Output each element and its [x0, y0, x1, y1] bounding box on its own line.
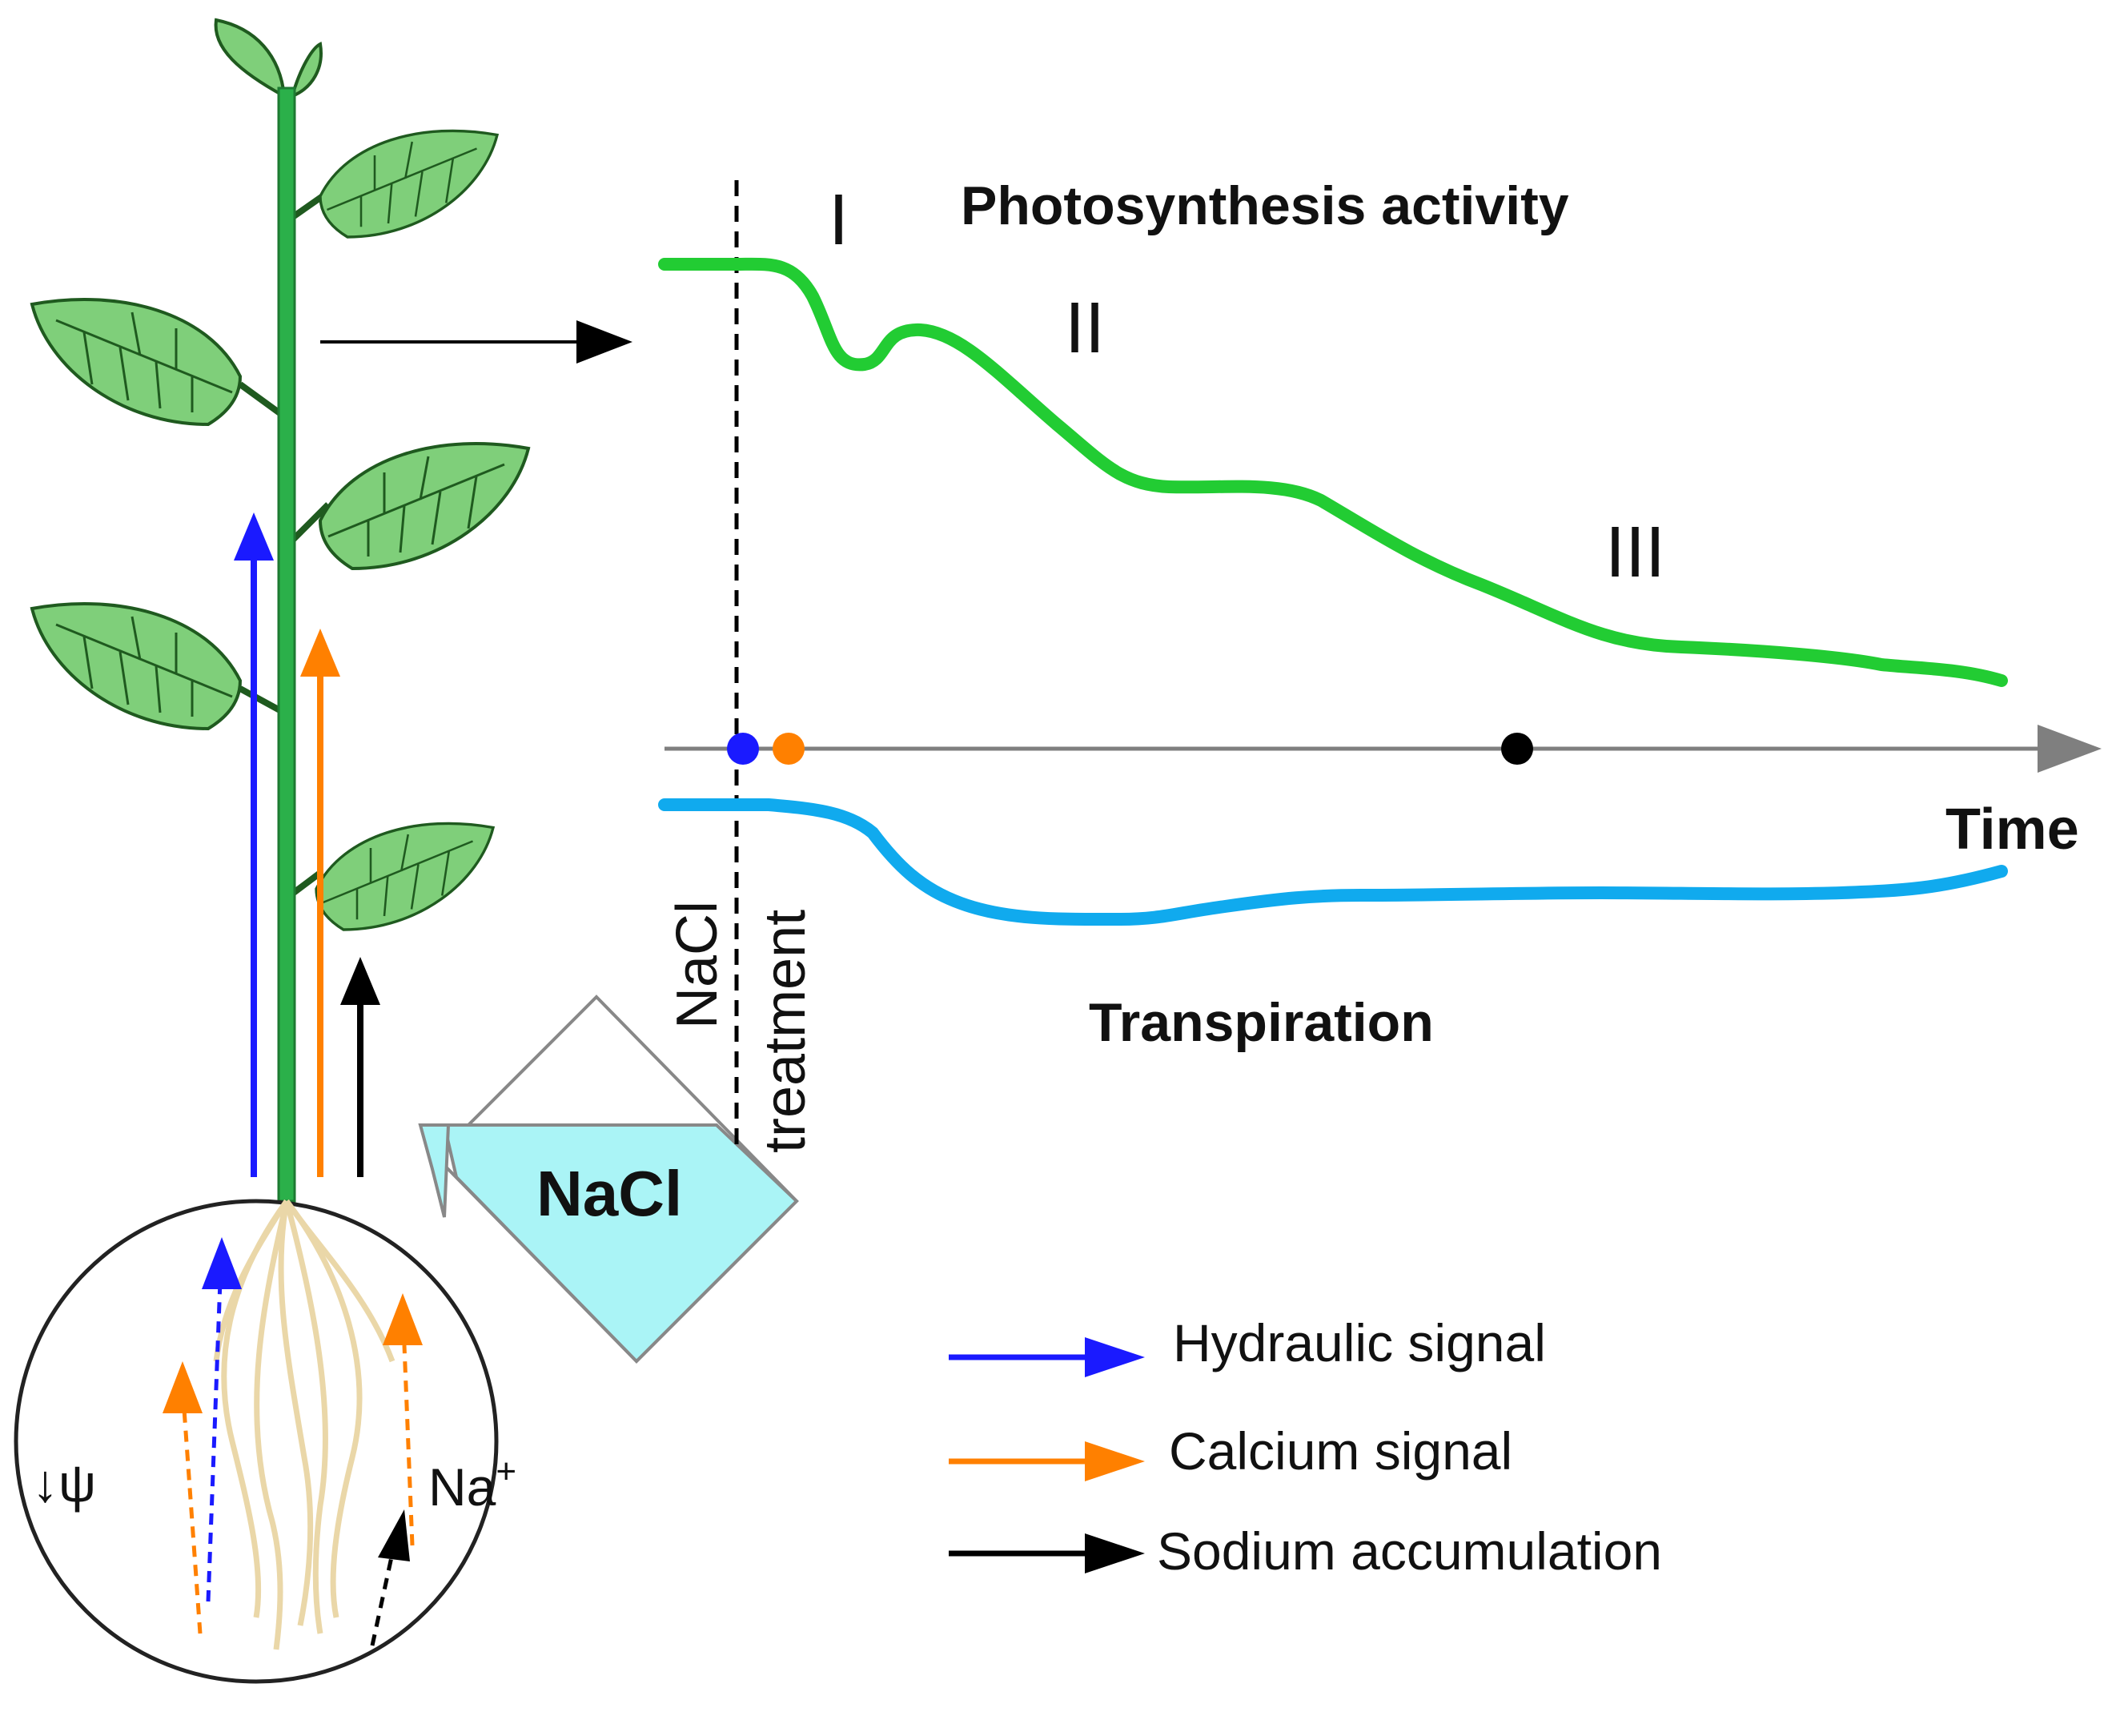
- legend: Hydraulic signal Calcium signal Sodium a…: [949, 1313, 1662, 1581]
- photosynthesis-curve: [658, 257, 2008, 687]
- legend-item-calcium: Calcium signal: [949, 1421, 1512, 1481]
- water-potential-label: ↓ψ: [32, 1453, 96, 1513]
- hydraulic-marker: [727, 733, 759, 765]
- treatment-label-line2: treatment: [753, 910, 817, 1153]
- leaf-lower-right: [315, 822, 495, 931]
- calcium-stem-arrowhead: [300, 629, 340, 677]
- leaf-middle-left: [30, 602, 242, 730]
- leaf-upper-right: [319, 129, 499, 239]
- legend-item-sodium: Sodium accumulation: [949, 1521, 1662, 1581]
- root-zoom: ↓ψ Na+: [14, 1199, 516, 1684]
- legend-label-calcium: Calcium signal: [1169, 1421, 1512, 1481]
- stem: [277, 86, 296, 1203]
- container-label: NaCl: [536, 1158, 682, 1229]
- leaf-middle-right: [319, 442, 530, 570]
- calcium-root-arrowhead-right: [383, 1293, 423, 1345]
- sodium-stem-arrowhead: [340, 957, 380, 1005]
- legend-label-hydraulic: Hydraulic signal: [1173, 1313, 1546, 1372]
- legend-item-hydraulic: Hydraulic signal: [949, 1313, 1546, 1377]
- hydraulic-root-arrowhead: [202, 1237, 242, 1289]
- leaf-top-left: [214, 18, 287, 99]
- container-liquid: [442, 1123, 799, 1364]
- sodium-root-arrowhead: [378, 1509, 410, 1561]
- nacl-container: NaCl: [418, 995, 799, 1364]
- calcium-root-arrowhead-left: [163, 1361, 203, 1413]
- phase-1-label: I: [829, 180, 849, 260]
- photosynthesis-label: Photosynthesis activity: [961, 175, 1569, 236]
- sodium-ion-label: Na+: [428, 1452, 516, 1517]
- phase-2-label: II: [1065, 288, 1105, 368]
- calcium-marker: [773, 733, 805, 765]
- hydraulic-stem-arrowhead: [234, 512, 274, 561]
- roots: [213, 1199, 395, 1650]
- time-axis-arrowhead: [2038, 725, 2102, 773]
- plant: [30, 18, 530, 1203]
- phase-3-label: III: [1605, 512, 1665, 593]
- sodium-root-arrow: [370, 1553, 395, 1646]
- transpiration-curve: [658, 798, 2008, 926]
- hydraulic-root-arrow: [206, 1280, 223, 1602]
- treatment-label-line1: NaCl: [665, 901, 729, 1029]
- response-chart: Photosynthesis activity Transpiration Ti…: [658, 175, 2102, 1153]
- container-spout: [418, 1123, 451, 1218]
- leaf-upper-left: [30, 298, 242, 426]
- legend-label-sodium: Sodium accumulation: [1157, 1521, 1662, 1581]
- calcium-root-arrow-right: [402, 1344, 415, 1546]
- leaf-top-right: [289, 41, 323, 99]
- transpiration-label: Transpiration: [1089, 992, 1434, 1053]
- leaf-to-chart-arrowhead: [576, 320, 632, 364]
- time-label: Time: [1945, 798, 2079, 862]
- sodium-marker: [1501, 733, 1533, 765]
